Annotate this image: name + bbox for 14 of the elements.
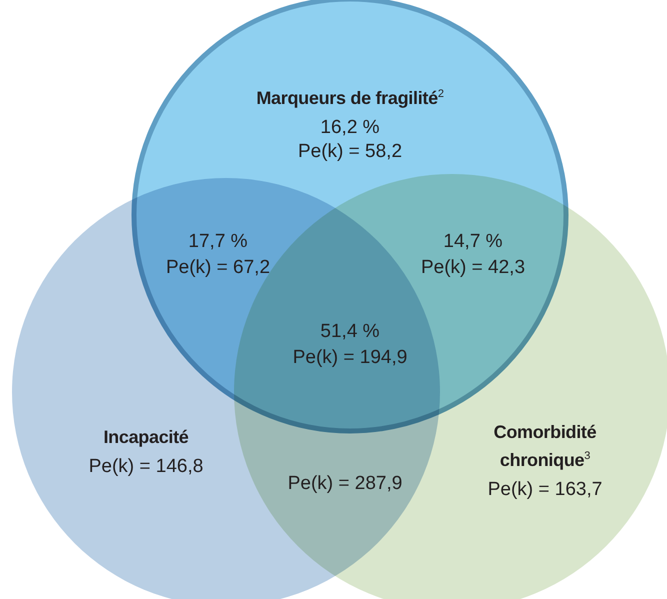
- percentage-value: 51,4 %: [319, 320, 381, 344]
- count-value: Pe(k) = 146,8: [88, 455, 204, 479]
- percentage-value: 14,7 %: [442, 230, 504, 254]
- set-title: Comorbidité chronique$^{3}$: [492, 421, 598, 472]
- count-value: Pe(k) = 42,3: [420, 256, 526, 280]
- count-value: Pe(k) = 194,9: [292, 346, 408, 370]
- set-title: Marqueurs de fragilité$^{2}$: [256, 87, 444, 110]
- set-title: Incapacité: [103, 426, 189, 449]
- count-value: Pe(k) = 67,2: [164, 256, 272, 280]
- count-value: Pe(k) = 58,2: [298, 140, 402, 164]
- count-value: Pe(k) = 287,9: [286, 472, 404, 496]
- percentage-value: 16,2 %: [320, 116, 380, 140]
- percentage-value: 17,7 %: [187, 230, 249, 254]
- count-value: Pe(k) = 163,7: [488, 478, 602, 502]
